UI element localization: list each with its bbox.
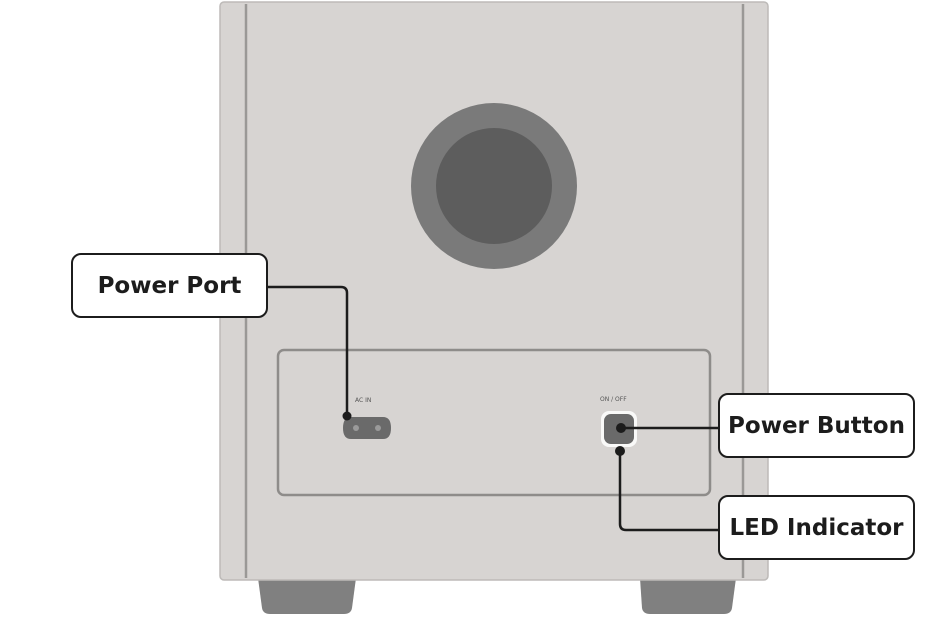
ac-in-label: AC IN [355,397,371,404]
power-button-callout: Power Button [718,393,915,458]
connector-panel [276,348,712,497]
led-indicator-callout: LED Indicator [718,495,915,560]
right-foot [640,578,736,614]
ac-socket-icon[interactable] [343,417,391,439]
led-indicator-leader [618,452,719,532]
power-port-callout: Power Port [71,253,268,318]
left-foot [258,578,356,614]
power-button-label: Power Button [728,412,905,439]
on-off-label: ON / OFF [600,396,627,403]
cabinet-body [219,1,769,581]
led-indicator-label: LED Indicator [729,514,904,541]
power-port-leader [268,285,349,414]
power-port-leader-dot [342,411,352,421]
led-indicator-dot [615,446,625,456]
woofer-cone [436,128,552,244]
power-port-label: Power Port [97,272,242,299]
power-button-leader-dot [616,423,626,433]
